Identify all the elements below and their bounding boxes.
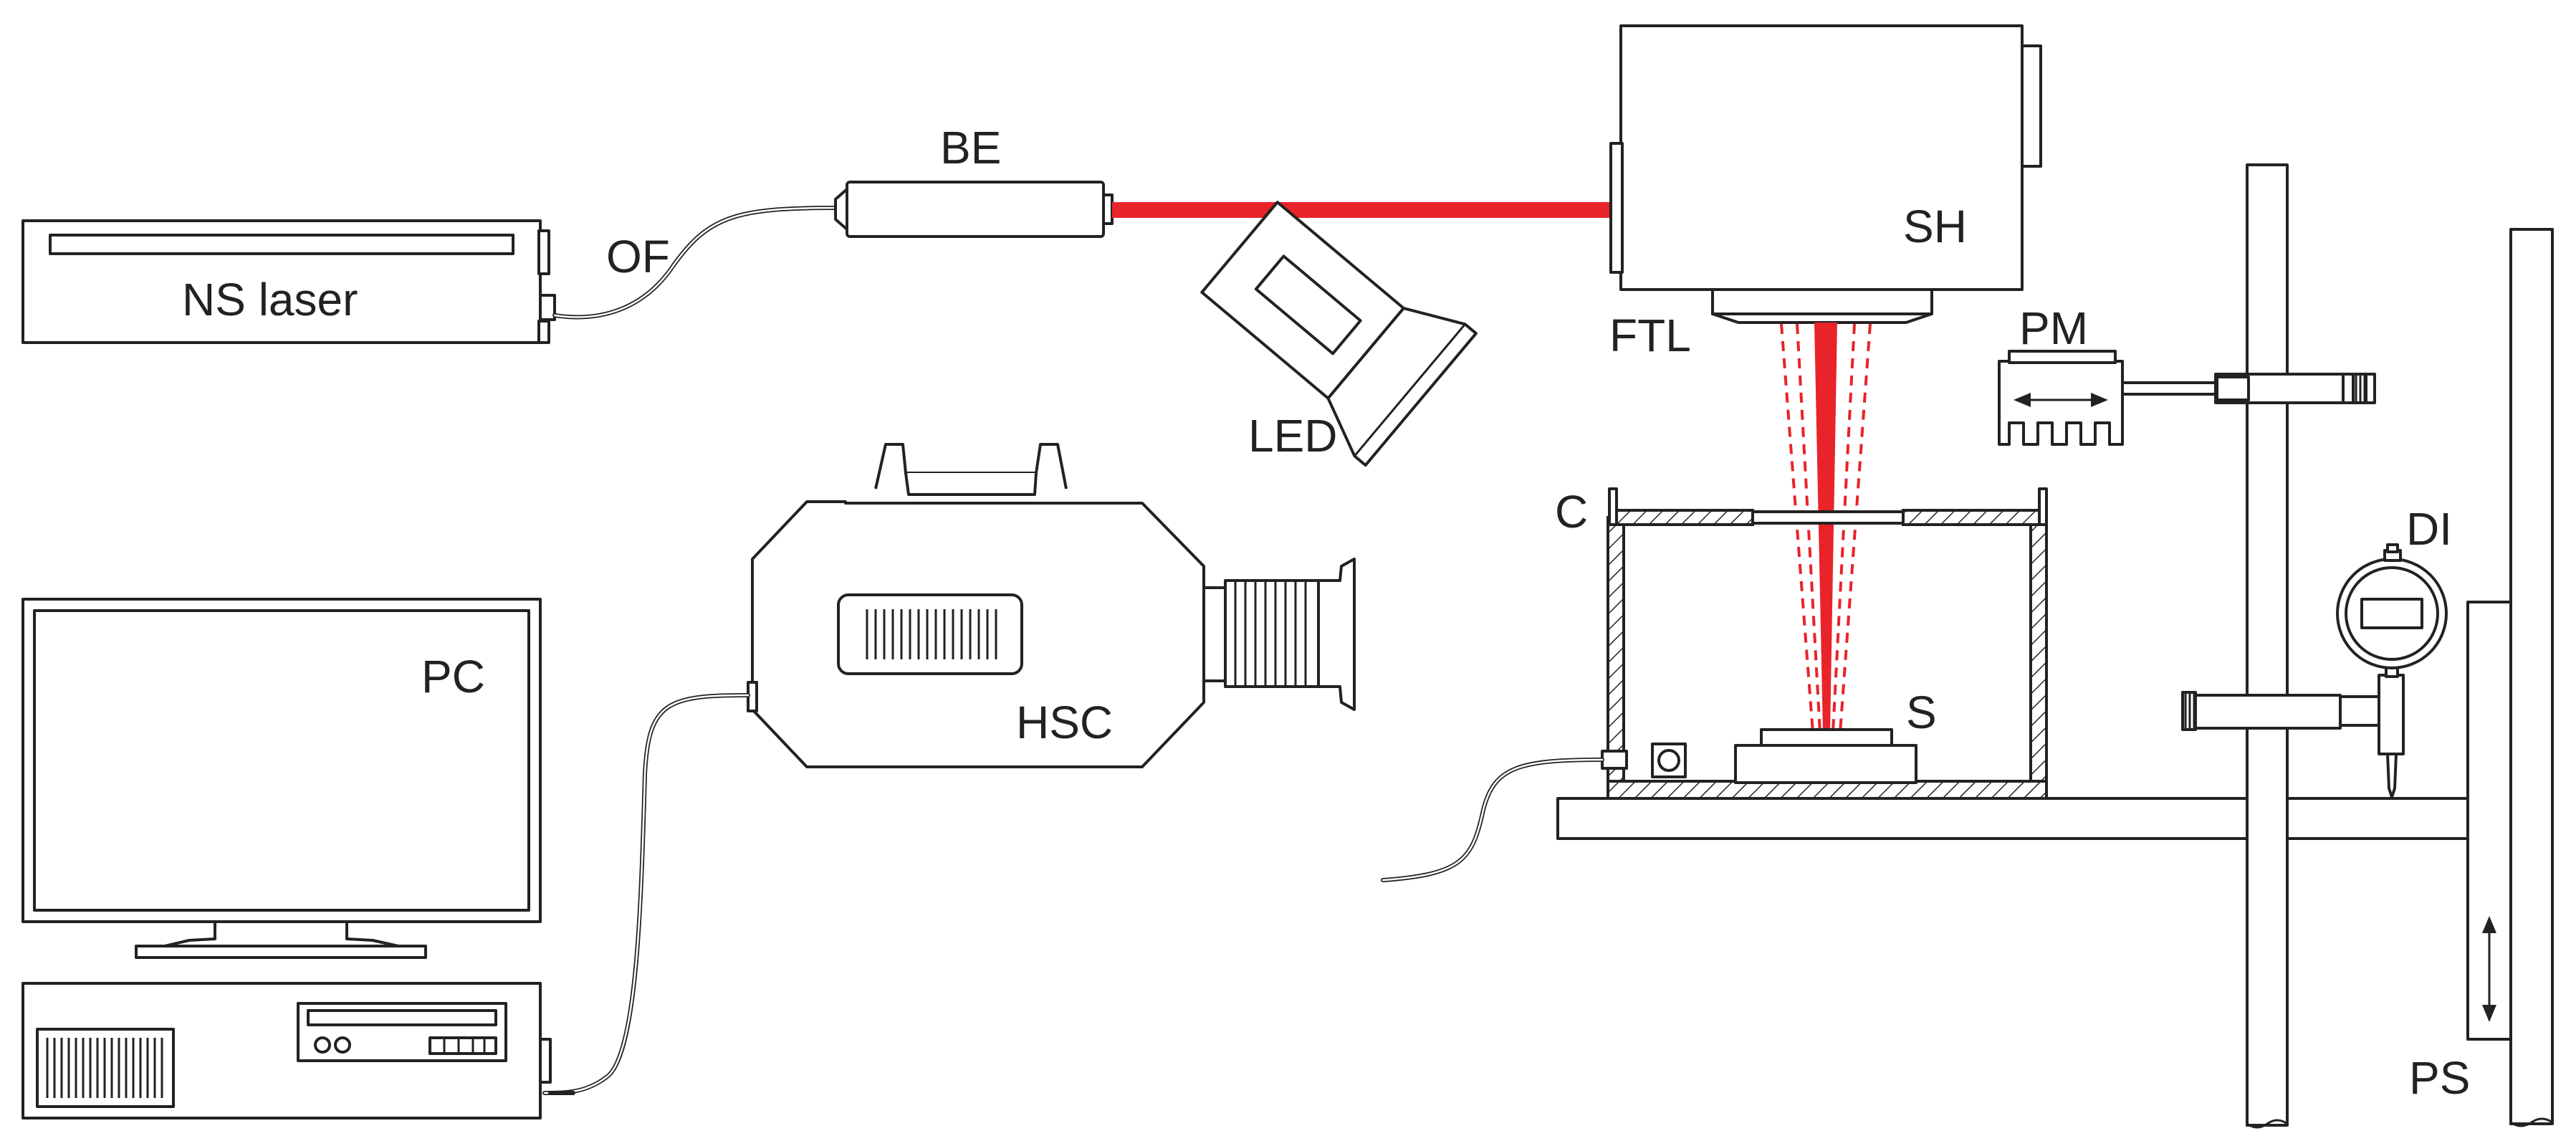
- label-hsc: HSC: [1016, 697, 1113, 748]
- label-di: DI: [2406, 503, 2452, 555]
- pc-tower: [21, 982, 552, 1119]
- power-meter: [1998, 350, 2376, 446]
- knob-icon: [2181, 691, 2197, 731]
- lens-ring: [1234, 582, 1307, 685]
- label-ps: PS: [2409, 1052, 2470, 1104]
- beam-expander: [834, 181, 1114, 238]
- stand-post: [2246, 163, 2289, 1129]
- led-light: [1200, 201, 1478, 467]
- label-pc: PC: [421, 651, 485, 702]
- label-of: OF: [606, 231, 670, 282]
- pc-vent: [46, 1038, 163, 1098]
- camera-grille: [866, 609, 997, 659]
- high-speed-camera: [747, 443, 1356, 768]
- leftright-arrow-icon: [2014, 393, 2108, 407]
- updown-arrow-icon: [2482, 916, 2496, 1022]
- ns-laser: [21, 219, 556, 344]
- label-s: S: [1906, 687, 1937, 738]
- base-plate: [1556, 797, 2469, 840]
- label-pm: PM: [2019, 302, 2088, 354]
- label-ftl: FTL: [1609, 310, 1691, 361]
- pc-monitor: [21, 598, 542, 959]
- laser-focus-beam: [1780, 323, 1872, 733]
- label-led: LED: [1248, 410, 1338, 462]
- knob-icon: [2352, 373, 2367, 404]
- chamber: [1601, 487, 2048, 800]
- scanning-head: [1609, 24, 2042, 324]
- chamber-cable: [1381, 758, 1604, 882]
- label-c: C: [1555, 486, 1588, 538]
- label-ns-laser: NS laser: [182, 274, 358, 325]
- dial-indicator: [2181, 543, 2448, 798]
- label-sh: SH: [1903, 201, 1967, 252]
- positioning-stage: [2466, 228, 2554, 1127]
- laser-beam-horizontal: [1112, 202, 1622, 218]
- label-be: BE: [940, 122, 1001, 173]
- optical-fiber: [552, 206, 841, 320]
- camera-cable: [542, 693, 750, 1095]
